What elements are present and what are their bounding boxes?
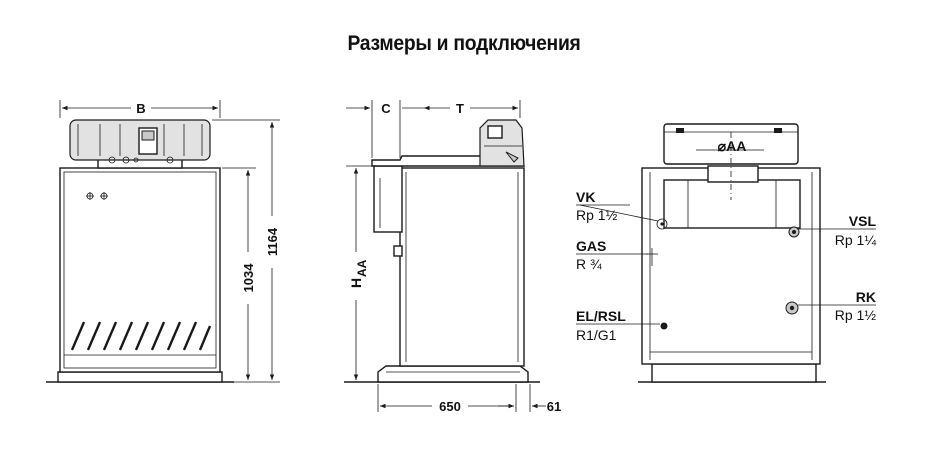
side-view: C T H AA 650 61 (344, 100, 561, 414)
vk-name: VK (576, 189, 595, 205)
dim-61-label: 61 (547, 399, 561, 414)
rk-name: RK (856, 289, 876, 305)
gas-size: R ¾ (576, 256, 602, 272)
connection-gas: GAS R ¾ (576, 238, 658, 272)
rk-size: Rp 1½ (835, 307, 877, 323)
connection-rk: RK Rp 1½ (785, 289, 877, 323)
front-panel-outline (63, 171, 217, 369)
dim-650-label: 650 (439, 399, 461, 414)
front-screw-icons (86, 192, 108, 200)
vk-size: Rp 1½ (576, 207, 618, 223)
rear-flue-box (663, 179, 801, 229)
dim-haa-sub: AA (355, 259, 369, 277)
front-view: B 1034 1164 (46, 100, 280, 383)
rear-flue-label: ⌀AA (718, 138, 747, 154)
connection-vsl: VSL Rp 1¼ (788, 213, 877, 248)
page-title: Размеры и подключения (347, 32, 581, 55)
side-flue-spigot (373, 165, 403, 233)
dim-haa-label: H AA (348, 259, 369, 288)
front-vent-slots (70, 321, 212, 351)
side-body (399, 167, 525, 367)
dim-haa-main: H (348, 278, 364, 288)
dim-c-label: C (381, 101, 391, 116)
front-base-plate (57, 371, 223, 383)
gas-name: GAS (576, 238, 606, 254)
connection-el-rsl: EL/RSL R1/G1 (576, 308, 668, 343)
side-gas-nozzle (393, 245, 403, 257)
rear-base (651, 363, 817, 383)
el-rsl-size: R1/G1 (576, 327, 617, 343)
el-rsl-name: EL/RSL (576, 308, 626, 324)
vsl-size: Rp 1¼ (835, 232, 877, 248)
side-base (377, 365, 529, 383)
vsl-name: VSL (849, 213, 877, 229)
dim-b-label: B (136, 101, 145, 116)
connection-vk: VK Rp 1½ (576, 189, 668, 230)
dim-1034-label: 1034 (241, 263, 256, 293)
dim-t-label: T (456, 101, 464, 116)
rear-view: ⌀AA VK Rp 1½ GAS R ¾ EL/RSL R1/G1 (576, 123, 877, 383)
dim-1164-label: 1164 (265, 227, 280, 256)
